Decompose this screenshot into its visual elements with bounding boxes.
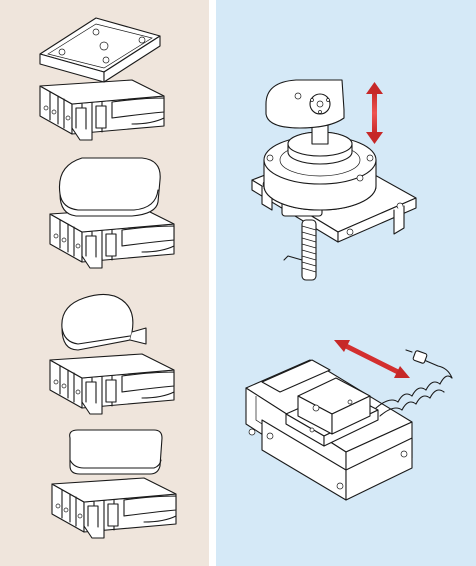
linear-slide-unit	[245, 349, 453, 501]
gripper-module-4	[51, 429, 177, 539]
vertical-motion-arrow	[366, 82, 383, 144]
gripper-module-1	[39, 17, 165, 141]
gripper-module-3	[49, 293, 175, 415]
rotary-lift-unit	[251, 79, 417, 281]
horizontal-motion-arrow	[334, 340, 410, 378]
gripper-module-2	[49, 157, 175, 269]
